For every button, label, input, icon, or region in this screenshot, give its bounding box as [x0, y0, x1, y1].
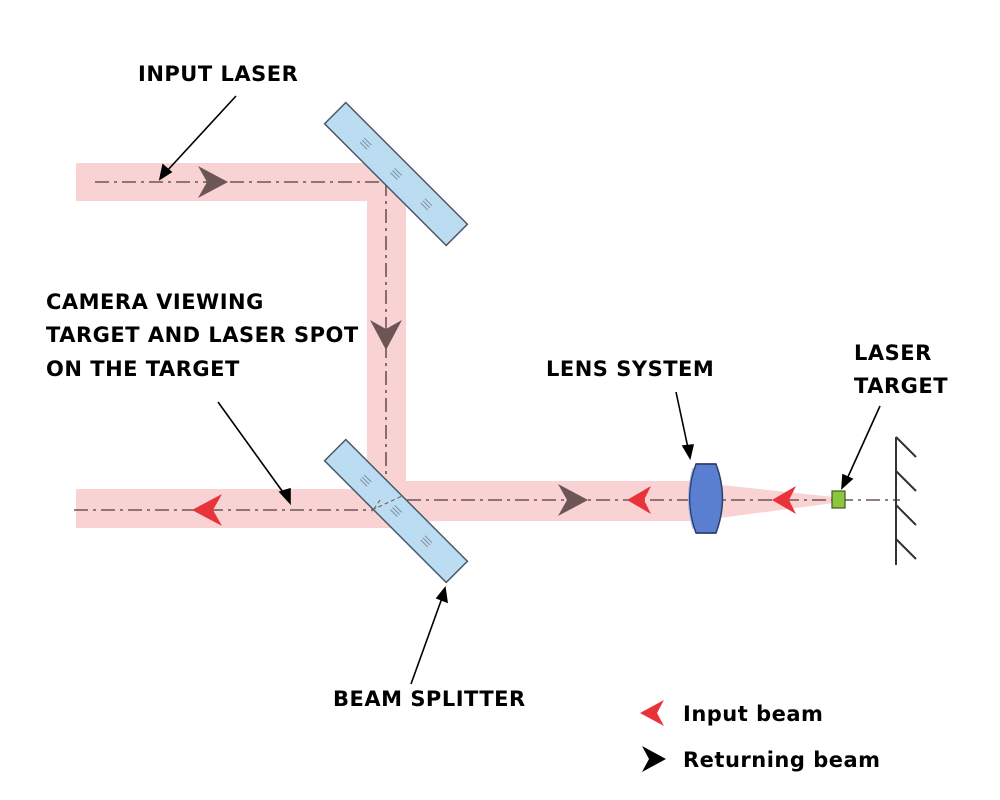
label-laser-target-line2: TARGET [854, 374, 948, 398]
label-camera-line2: TARGET AND LASER SPOT [46, 323, 359, 347]
label-input-laser: INPUT LASER [138, 62, 298, 86]
label-camera-line3: ON THE TARGET [46, 357, 240, 381]
returning-arrow-input [198, 166, 228, 198]
beam-splitter-refraction [371, 495, 403, 513]
legend-returning-arrow-icon [642, 746, 666, 772]
legend-input-arrow-icon [640, 700, 664, 726]
upper-mirror [323, 101, 469, 247]
legend-returning-beam: Returning beam [683, 748, 881, 772]
beam-centerlines [74, 181, 900, 511]
input-arrow-right [772, 486, 796, 514]
label-beam-splitter: BEAM SPLITTER [333, 687, 526, 711]
beam-splitter [323, 438, 469, 584]
leader-lines [158, 95, 881, 685]
input-arrow-mid [627, 486, 651, 514]
input-arrows [192, 486, 796, 526]
legend-input-beam: Input beam [683, 702, 823, 726]
label-laser-target-line1: LASER [854, 341, 932, 365]
input-arrow-left [192, 494, 222, 526]
beam-focusing-cone [712, 484, 834, 519]
legend: Input beam Returning beam [640, 700, 881, 772]
laser-target-icon [831, 490, 846, 509]
returning-arrows [198, 166, 588, 516]
label-camera-line1: CAMERA VIEWING [46, 290, 264, 314]
returning-arrow-right [558, 484, 588, 516]
returning-arrow-vertical [370, 320, 402, 350]
lens-system [688, 463, 724, 534]
wall-icon [895, 436, 917, 565]
label-lens-system: LENS SYSTEM [546, 357, 714, 381]
